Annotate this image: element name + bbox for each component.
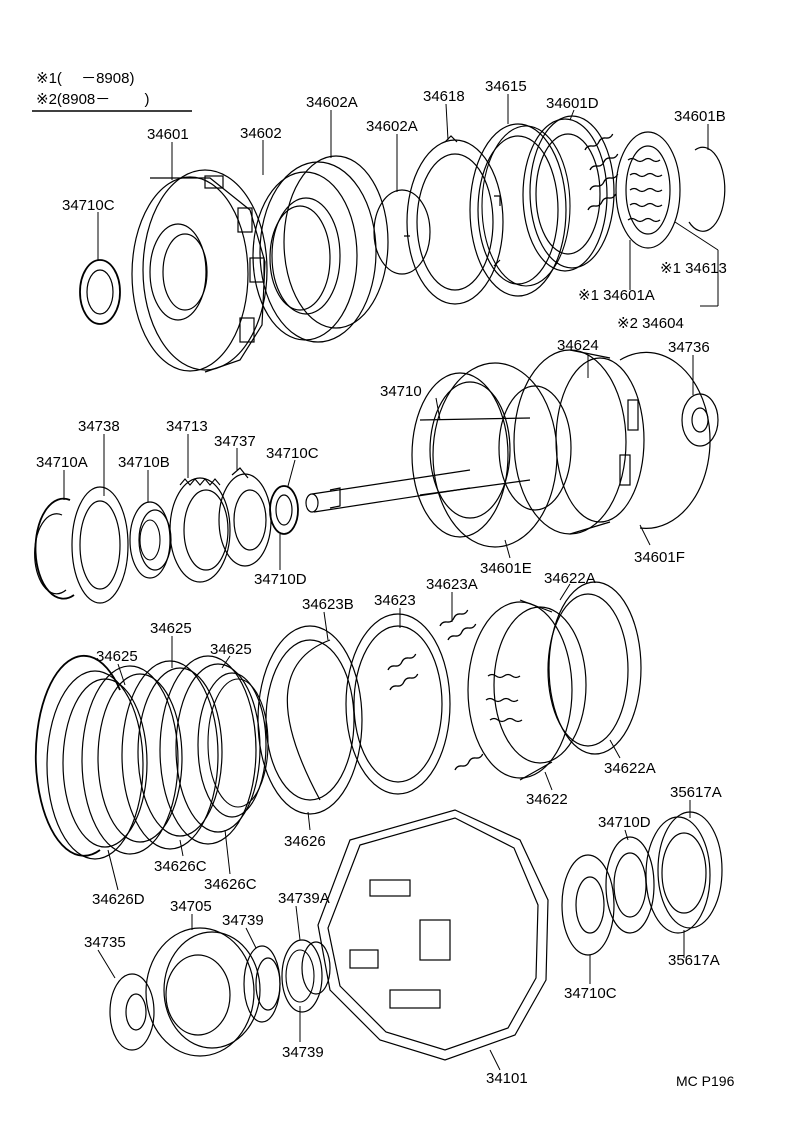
part-label: 34601B	[674, 108, 726, 125]
part-label: 34601F	[634, 549, 685, 566]
snap-ring-34601f	[619, 351, 711, 529]
snap-ring-34623b	[286, 639, 331, 801]
part-label: 34738	[78, 418, 120, 435]
part-label: 34625	[150, 620, 192, 637]
piston-34622	[467, 599, 587, 781]
part-label: 34626	[284, 833, 326, 850]
bearing-34739a	[281, 939, 331, 1013]
plates-34625	[46, 655, 261, 860]
part-label: 34623A	[426, 576, 478, 593]
part-label: ※1 34601A	[578, 287, 655, 304]
part-label: 34601E	[480, 560, 532, 577]
part-label: 34710A	[36, 454, 88, 471]
page-reference: MC P196	[676, 1073, 735, 1089]
disc-34615	[469, 123, 571, 297]
part-label: 34622	[526, 791, 568, 808]
part-label: 34626D	[92, 891, 145, 908]
snap-ring-34601b	[688, 146, 726, 232]
part-label: 34710D	[598, 814, 651, 831]
part-label: 34710C	[564, 985, 617, 1002]
part-label: 34739A	[278, 890, 330, 907]
part-label: 34736	[668, 339, 710, 356]
part-label: 34739	[282, 1044, 324, 1061]
part-label: 34623	[374, 592, 416, 609]
plate-34626	[257, 625, 363, 815]
transmission-case-34101	[317, 809, 549, 1061]
thrust-washer-34735	[109, 973, 155, 1051]
part-label: 34710C	[266, 445, 319, 462]
part-label: 34602A	[366, 118, 418, 135]
springs-34623a	[438, 608, 478, 642]
legend-line-1: ※1( －8908)	[36, 70, 134, 87]
plate-34618	[404, 135, 504, 305]
seal-35617a	[645, 811, 723, 934]
part-label: 34624	[557, 337, 599, 354]
plates-34626c	[197, 672, 269, 818]
part-label: 34615	[485, 78, 527, 95]
bearing-race-34738	[71, 486, 129, 604]
thrust-washer-34736	[681, 393, 719, 447]
part-label: 34602A	[306, 94, 358, 111]
part-label: 34737	[214, 433, 256, 450]
part-label: 34710D	[254, 571, 307, 588]
part-labels: 34601 34602 34602A 34602A 34618 34615 34…	[36, 78, 727, 1087]
part-label: 35617A	[668, 952, 720, 969]
part-label: 34739	[222, 912, 264, 929]
part-label: 34713	[166, 418, 208, 435]
o-ring-34622a	[547, 581, 642, 755]
snap-ring-34601e	[432, 362, 558, 548]
part-label: 34602	[240, 125, 282, 142]
piston-34602	[252, 161, 377, 343]
part-label: 34625	[96, 648, 138, 665]
part-label: ※2 34604	[617, 315, 684, 332]
thrust-washer-34710a	[34, 497, 75, 600]
washer-34710c-bottom	[561, 854, 615, 956]
part-label: 34625	[210, 641, 252, 658]
part-label: 34601D	[546, 95, 599, 112]
drum-34624	[513, 349, 645, 535]
part-label: 34622A	[544, 570, 596, 587]
needle-bearing-34710b	[129, 501, 172, 579]
part-label: 34710B	[118, 454, 170, 471]
part-label: 34710	[380, 383, 422, 400]
part-label: 34601	[147, 126, 189, 143]
leader-lines	[63, 94, 719, 1071]
part-label: 34623B	[302, 596, 354, 613]
snap-ring-34626d	[34, 654, 121, 857]
sun-gear-34713	[169, 477, 231, 583]
o-ring-34602a-outer	[283, 155, 389, 329]
part-label: 34101	[486, 1070, 528, 1087]
part-label: 34618	[423, 88, 465, 105]
plates-34601d	[522, 115, 620, 272]
legend-line-2: ※2(8908－ )	[36, 91, 149, 108]
legend: ※1( －8908) ※2(8908－ )	[32, 70, 192, 112]
part-label: 35617A	[670, 784, 722, 801]
part-label: 34626C	[204, 876, 257, 893]
shaft-34710	[305, 372, 572, 538]
part-label: 34626C	[154, 858, 207, 875]
part-label: ※1 34613	[660, 260, 727, 277]
bearing-34739	[243, 945, 281, 1023]
o-ring-34602a-inner	[373, 189, 431, 275]
part-label: 34705	[170, 898, 212, 915]
spring-retainer-34601a	[615, 131, 681, 249]
part-label: 34735	[84, 934, 126, 951]
seal-34710c-top	[79, 259, 121, 325]
gear-34705	[145, 927, 261, 1057]
clutch-drum-34601	[131, 169, 268, 373]
part-label: 34710C	[62, 197, 115, 214]
seal-34623	[345, 613, 485, 795]
seal-34710c-mid	[269, 485, 299, 535]
part-label: 34622A	[604, 760, 656, 777]
